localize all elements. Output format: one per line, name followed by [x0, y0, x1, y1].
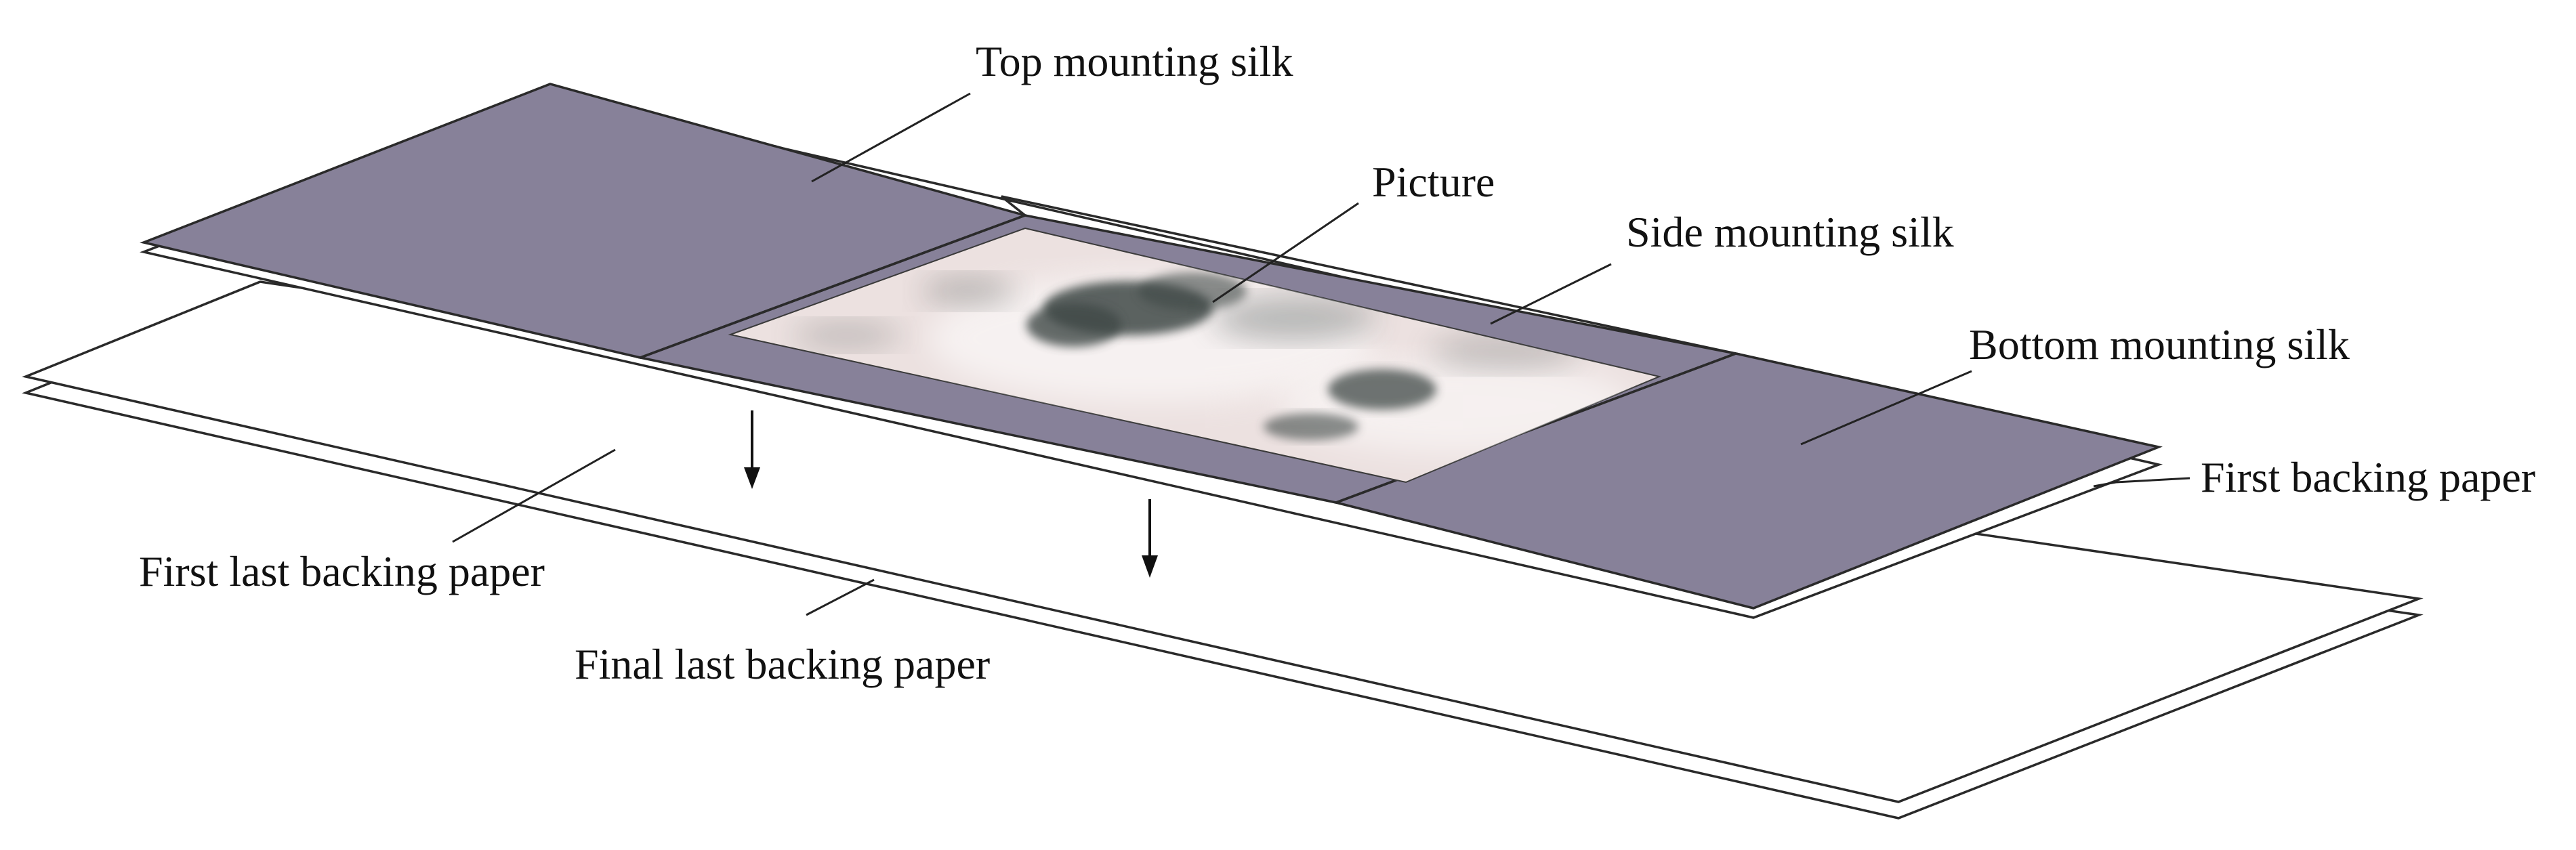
- leader-line-final-last-backing-paper: [806, 578, 875, 616]
- leader-line-side-mounting-silk: [1490, 263, 1612, 325]
- label-picture: Picture: [1372, 158, 1495, 206]
- label-first-backing-paper: First backing paper: [2201, 453, 2535, 501]
- leader-line-first-last-backing-paper: [452, 448, 616, 543]
- leader-line-bottom-mounting-silk: [1800, 370, 1972, 446]
- leader-line-top-mounting-silk: [811, 92, 971, 183]
- seam-top: [640, 214, 1026, 359]
- label-final-last-backing-paper: Final last backing paper: [575, 640, 990, 688]
- label-side-mounting-silk: Side mounting silk: [1626, 208, 1954, 256]
- down-arrow-icon: [744, 410, 760, 489]
- leader-line-picture: [1212, 202, 1359, 303]
- label-first-last-backing-paper: First last backing paper: [139, 547, 545, 595]
- label-top-mounting-silk: Top mounting silk: [976, 37, 1293, 85]
- leader-line-first-backing-paper: [2093, 477, 2190, 488]
- first-last-backing-paper-sheet: [22, 280, 2424, 803]
- label-bottom-mounting-silk: Bottom mounting silk: [1969, 320, 2350, 368]
- down-arrow-icon: [1142, 499, 1158, 578]
